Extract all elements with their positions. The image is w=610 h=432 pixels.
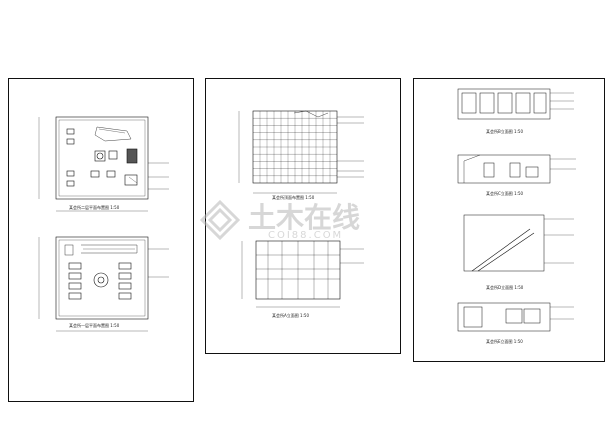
watermark-brand: 土木在线 [248,201,361,234]
caption-elevation-a: 某会所A立面图 1:50 [272,313,309,318]
elevations [457,88,576,332]
drawing-sheet-2: 某会所顶面布置图 1:50 某会所A立面图 1:50 [205,78,401,354]
watermark: 土木在线 COI88.COM [198,196,418,244]
caption-elevation-d: 某会所D立面图 1:50 [486,285,524,290]
drawing-sheet-1: 某会所二层平面布置图 1:50 某会所一层平面布置图 1:50 [8,78,194,402]
watermark-logo-icon [199,199,241,241]
caption-elevation-e: 某会所E立面图 1:50 [486,339,523,344]
caption-elevation-b: 某会所B立面图 1:50 [486,129,523,134]
drawing-sheet-3: 某会所B立面图 1:50 某会所C立面图 1:50 某会所D立面图 1:50 某… [413,78,605,362]
caption-lower-plan: 某会所一层平面布置图 1:50 [69,323,120,328]
caption-ceiling-plan: 某会所顶面布置图 1:50 [272,195,315,200]
caption-elevation-c: 某会所C立面图 1:50 [486,191,524,196]
upper-floor-plan [38,116,169,332]
watermark-url: COI88.COM [268,230,344,241]
caption-upper-plan: 某会所二层平面布置图 1:50 [69,205,120,210]
ceiling-plan [238,110,364,308]
